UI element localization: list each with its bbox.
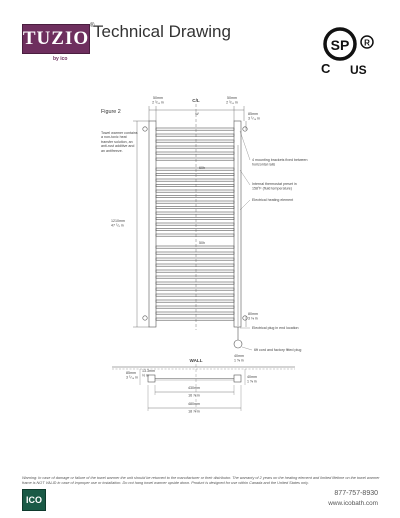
horizontal-rail: [155, 317, 235, 321]
dim-center-mark: W: [195, 112, 199, 116]
note-thermostat: Internal thermostat preset in: [252, 182, 297, 186]
horizontal-rail: [155, 184, 235, 188]
ico-logo: ICO: [22, 489, 46, 511]
dim-right-top-in: 3 ⁵/₁₆ in: [248, 117, 260, 121]
figure-label: Figure 2: [101, 109, 121, 115]
ico-logo-text: ICO: [25, 495, 42, 505]
note-heat-transfer: Towel warmer contains a non-toxic heat t…: [101, 131, 145, 153]
horizontal-rail: [155, 245, 235, 249]
dim-top-left: 50mm: [153, 96, 163, 100]
registered-mark: ®: [90, 23, 95, 29]
horizontal-rail: [155, 139, 235, 143]
horizontal-rail: [155, 222, 235, 226]
note-plug: 6ft cord and factory fitted plug: [254, 348, 301, 352]
rail-label-a: 60h: [199, 166, 205, 170]
page-title: Technical Drawing: [93, 22, 231, 41]
wall-label: WALL: [189, 358, 202, 363]
rail-label-b: 50h: [199, 241, 205, 245]
note-line: a non-toxic heat: [101, 135, 127, 140]
dim-width-inner-in: 16 ⅞ in: [188, 394, 200, 398]
dim-side-right: 40mm: [247, 375, 257, 379]
horizontal-rail: [155, 251, 235, 255]
dim-side-mid-in: ½ in: [142, 374, 149, 378]
dim-height-in: 47 ⁵/₈ in: [111, 224, 124, 228]
note-element: Electrical heating element: [252, 198, 293, 202]
horizontal-rail: [155, 228, 235, 232]
horizontal-rail: [155, 157, 235, 161]
horizontal-rail: [155, 281, 235, 285]
dim-side-left-in: 3 ⁵/₁₆ in: [126, 376, 138, 380]
note-line: anti-rust additive and: [101, 144, 135, 149]
dim-width-outer-in: 18 ⅞ in: [188, 410, 200, 414]
dim-top-left-in: 2 ³/₁₆ in: [152, 101, 164, 105]
note-brackets-2: horizontal rails: [252, 163, 275, 167]
horizontal-rail: [155, 311, 235, 315]
horizontal-rail: [155, 178, 235, 182]
dim-side-right-in: 1 ⅝ in: [247, 380, 257, 384]
tuzio-logo: TUZIO: [22, 24, 90, 54]
horizontal-rail: [155, 200, 235, 204]
note-line: an antifreeze.: [101, 148, 123, 153]
dim-side-mid: 13.3mm: [142, 369, 155, 373]
horizontal-rail: [155, 299, 235, 303]
note-brackets: 4 mounting brackets fixed between: [252, 158, 308, 162]
logo-text: TUZIO: [22, 28, 90, 49]
horizontal-rail: [155, 293, 235, 297]
horizontal-rail: [155, 287, 235, 291]
horizontal-rail: [155, 173, 235, 177]
horizontal-rail: [155, 133, 235, 137]
horizontal-rail: [155, 263, 235, 267]
note-line: transfer solution, an: [101, 139, 133, 144]
dim-height: 1210mm: [111, 219, 125, 223]
horizontal-rail: [155, 167, 235, 171]
note-thermostat-2: 158°F (fluid temperature): [252, 187, 292, 191]
logo-subtitle: by ico: [53, 56, 68, 62]
horizontal-rail: [155, 257, 235, 261]
plan-view: [112, 364, 295, 412]
dim-right-bottom: 80mm: [248, 312, 258, 316]
horizontal-rail: [155, 269, 235, 273]
horizontal-rails: [155, 127, 235, 321]
front-elevation-drawing: C/L 50mm 2 ³/₁₆ in 50mm 2 ³/₁₆ in W 85mm…: [111, 96, 308, 414]
dim-width-inner: 430mm: [188, 386, 200, 390]
csa-certification-icon: SP R C US: [321, 27, 374, 77]
note-plug-location: Electrical plug in end location: [252, 326, 299, 330]
horizontal-rail: [155, 151, 235, 155]
website-link[interactable]: www.icobath.com: [328, 500, 378, 507]
phone-number: 877-757-8930: [334, 490, 378, 497]
csa-letters: SP: [331, 37, 350, 53]
dim-width-outer: 480mm: [188, 402, 200, 406]
horizontal-rail: [155, 206, 235, 210]
horizontal-rail: [155, 189, 235, 193]
dim-right-bottom-in: 3 ⅛ in: [248, 317, 258, 321]
dim-right-top: 85mm: [248, 112, 258, 116]
dim-top-right-in: 2 ³/₁₆ in: [226, 101, 238, 105]
centerline-label: C/L: [192, 98, 200, 103]
horizontal-rail: [155, 217, 235, 221]
horizontal-rail: [155, 211, 235, 215]
horizontal-rail: [155, 145, 235, 149]
svg-text:R: R: [364, 39, 370, 48]
dim-side-left: 85mm: [126, 371, 136, 375]
horizontal-rail: [155, 127, 235, 131]
right-upright: [233, 120, 242, 328]
dim-bottom-small-in: 1 ⅝ in: [234, 359, 244, 363]
left-upright: [148, 120, 157, 328]
horizontal-rail: [155, 195, 235, 199]
cert-left: C: [321, 61, 331, 76]
horizontal-rail: [155, 305, 235, 309]
note-line: Towel warmer contains: [101, 131, 138, 135]
dim-bottom-small: 40mm: [234, 354, 244, 358]
horizontal-rail: [155, 233, 235, 237]
cert-right: US: [350, 63, 367, 77]
warning-text: Warning: In case of damage or failure of…: [22, 476, 380, 485]
dim-top-right: 50mm: [227, 96, 237, 100]
horizontal-rail: [155, 275, 235, 279]
